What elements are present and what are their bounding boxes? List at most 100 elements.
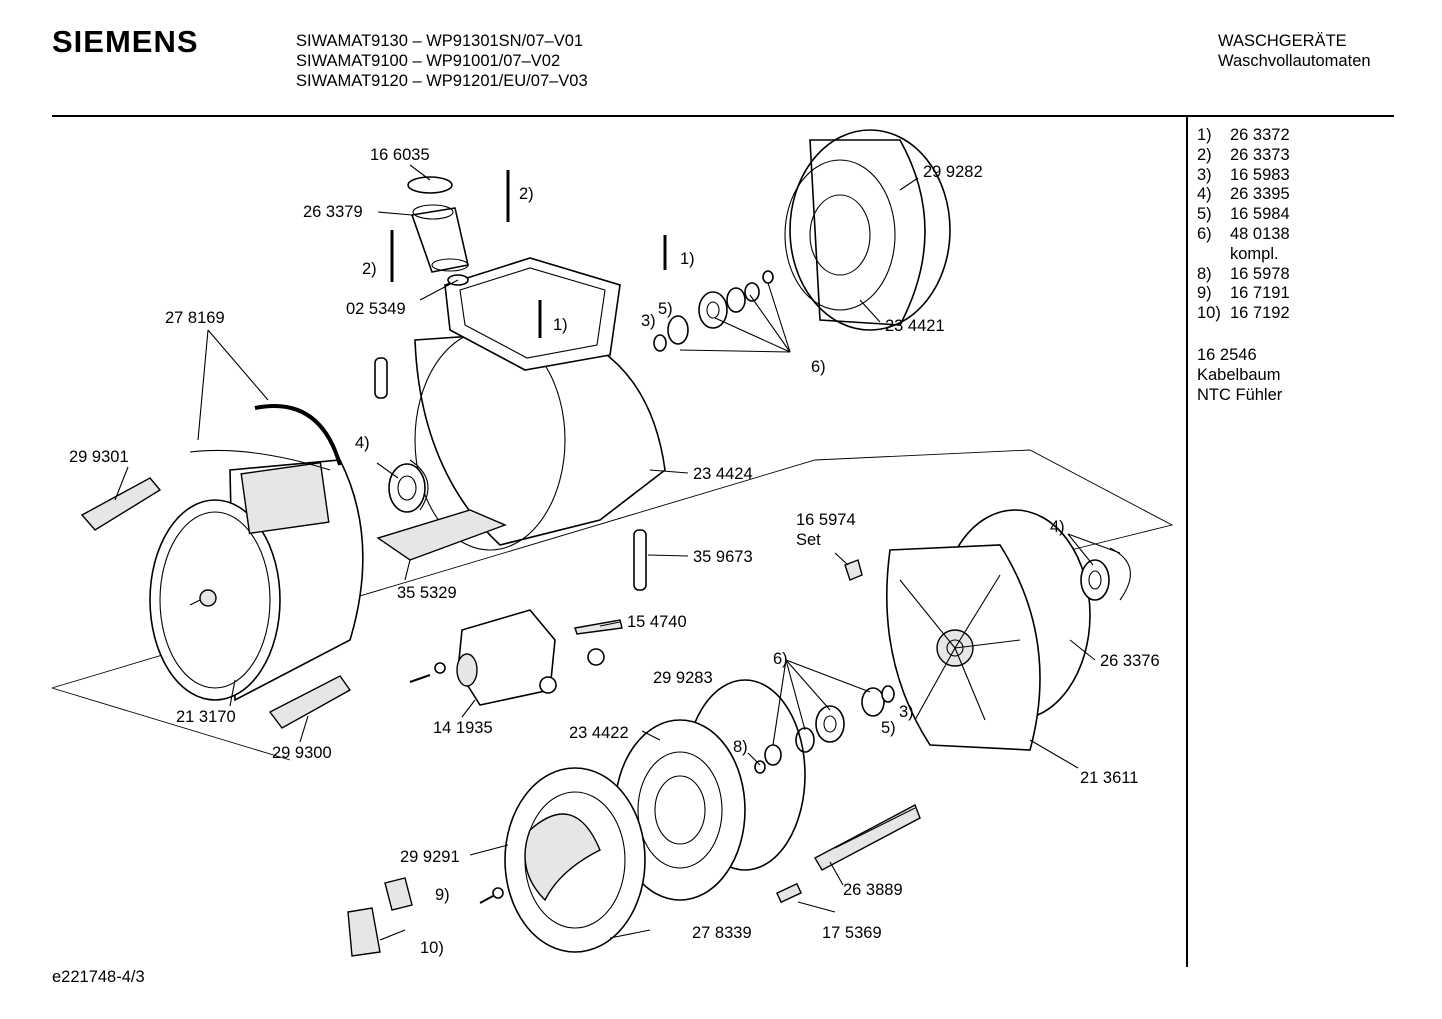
callout-2: 2): [362, 260, 377, 278]
callout-9: 9): [435, 886, 450, 904]
legend-value: 26 3373: [1230, 145, 1290, 164]
legend-value: 16 7191: [1230, 284, 1290, 303]
label-299283: 29 9283: [653, 669, 713, 687]
callout-3: 3): [899, 703, 914, 721]
label-213170: 21 3170: [176, 708, 236, 726]
model-line: SIWAMAT9130 – WP91301SN/07–V01: [296, 32, 584, 50]
model-line: SIWAMAT9100 – WP91001/07–V02: [296, 52, 561, 70]
legend-row: kompl.: [1197, 245, 1290, 265]
category-subtitle: Waschvollautomaten: [1218, 52, 1371, 70]
label-299300: 29 9300: [272, 744, 332, 762]
legend-value: 16 5984: [1230, 205, 1290, 224]
model-line: SIWAMAT9120 – WP91201/EU/07–V03: [296, 72, 588, 90]
legend-value: 16 7192: [1230, 304, 1290, 323]
seal-ring-right: [1080, 547, 1131, 601]
motor-part: [409, 609, 605, 706]
clip-part: [844, 559, 863, 581]
callout-3: 3): [641, 312, 656, 330]
legend-key: 4): [1197, 185, 1212, 204]
part-legend: 1)26 3372 2)26 3373 3)16 5983 4)26 3395 …: [1197, 126, 1290, 324]
part-labels: 16 6035 26 3379 02 5349 27 8169 29 9301 …: [69, 146, 1160, 942]
label-263379: 26 3379: [303, 203, 363, 221]
note-line: NTC Fühler: [1197, 385, 1283, 404]
heater-part: [814, 804, 921, 871]
tub-strap: [254, 403, 342, 466]
label-299282: 29 9282: [923, 163, 983, 181]
legend-row: 3) 16 5983: [1197, 166, 1290, 186]
label-165974-set: Set: [796, 531, 821, 549]
label-025349: 02 5349: [346, 300, 406, 318]
callout-5: 5): [658, 300, 673, 318]
category-block: WASCHGERÄTE Waschvollautomaten: [1218, 31, 1371, 71]
legend-value: 16 5983: [1230, 165, 1290, 184]
label-154740: 15 4740: [627, 613, 687, 631]
legend-key: 3): [1197, 165, 1212, 184]
callout-labels: 2) 2) 1) 1) 3) 5) 6) 4) 4) 6) 3) 5) 8) 9…: [355, 185, 1065, 957]
drum-part: [149, 449, 364, 702]
drum-rib-top: [80, 477, 162, 531]
label-299301: 29 9301: [69, 448, 129, 466]
label-166035: 16 6035: [370, 146, 430, 164]
legend-row: 10) 16 7192: [1197, 304, 1290, 324]
assembly-frame: [51, 449, 1174, 761]
legend-row: 5)16 5984: [1197, 205, 1290, 225]
callout-6: 6): [773, 650, 788, 668]
rear-tub-half-part: [886, 509, 1091, 751]
callout-1: 1): [680, 250, 695, 268]
legend-key: 10): [1197, 304, 1221, 323]
legend-divider: [1186, 117, 1188, 967]
door-hinge-part: [347, 907, 406, 957]
legend-value: kompl.: [1230, 244, 1279, 263]
bearing-set-top: [653, 270, 774, 352]
legend-key: 6): [1197, 224, 1212, 243]
label-165974: 16 5974: [796, 511, 856, 529]
legend-value: 16 5978: [1230, 264, 1290, 283]
label-234421: 23 4421: [885, 317, 945, 335]
legend-row: 4)26 3395: [1197, 185, 1290, 205]
door-ring-part: [504, 767, 646, 953]
label-263376: 26 3376: [1100, 652, 1160, 670]
tub-front-part: [414, 257, 666, 551]
bearing-set-bottom: [754, 685, 895, 774]
drum-rib-bottom: [268, 675, 352, 729]
seal-ring-left: [388, 459, 429, 513]
callout-4: 4): [1050, 518, 1065, 536]
bellows-part: [407, 176, 469, 286]
legend-row: 9) 16 7191: [1197, 284, 1290, 304]
label-299291: 29 9291: [400, 848, 460, 866]
legend-row: 1)26 3372: [1197, 126, 1290, 146]
callout-8: 8): [733, 738, 748, 756]
legend-row: 2) 26 3373: [1197, 146, 1290, 166]
brand-logo: SIEMENS: [52, 24, 199, 59]
heater-plate: [376, 509, 507, 561]
callout-2: 2): [519, 185, 534, 203]
ntc-sensor-part: [775, 882, 803, 904]
header-divider: [52, 115, 1394, 117]
label-278339: 27 8339: [692, 924, 752, 942]
callout-1: 1): [553, 316, 568, 334]
damper-small: [374, 357, 388, 399]
leader-lines: [114, 164, 1121, 939]
legend-key: 1): [1197, 126, 1212, 144]
model-list: SIWAMAT9130 – WP91301SN/07–V01 SIWAMAT91…: [296, 31, 588, 91]
label-355329: 35 5329: [397, 584, 457, 602]
legend-key: 8): [1197, 264, 1212, 283]
legend-key: 2): [1197, 145, 1212, 164]
label-263889: 26 3889: [843, 881, 903, 899]
legend-row: 8) 16 5978: [1197, 265, 1290, 285]
callout-6: 6): [811, 358, 826, 376]
label-213611: 21 3611: [1080, 769, 1138, 787]
note-line: 16 2546: [1197, 346, 1257, 364]
legend-row: 6)48 0138: [1197, 225, 1290, 245]
callout-10: 10): [420, 939, 444, 957]
document-id: e221748-4/3: [52, 968, 145, 986]
screw-part: [574, 619, 623, 635]
legend-key: 9): [1197, 284, 1212, 303]
label-175369: 17 5369: [822, 924, 882, 942]
note-line: Kabelbaum: [1197, 365, 1281, 384]
label-278169: 27 8169: [165, 309, 225, 327]
callout-4: 4): [355, 434, 370, 452]
callout-5: 5): [881, 719, 896, 737]
rear-tub-part: [784, 129, 951, 331]
